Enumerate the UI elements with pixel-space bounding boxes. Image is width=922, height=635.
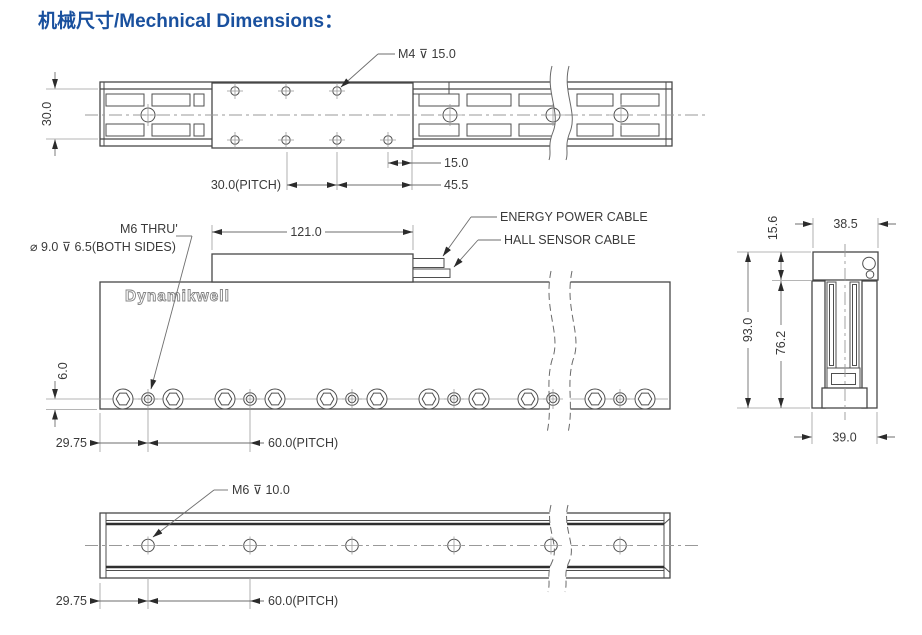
cable-hole-large (862, 256, 876, 271)
dim-inner-height: 76.2 (774, 331, 788, 355)
side-view: 38.5 15.6 93.0 76.2 (737, 216, 896, 445)
power-cable (412, 258, 445, 268)
brand-logo: Dynamikwell (125, 288, 230, 305)
dim-edge-distance: 29.75 (56, 436, 87, 450)
hall-cable (412, 268, 451, 278)
break-line-bottom (539, 504, 572, 593)
forcer-plate-top-view (211, 82, 414, 149)
break-line-top (85, 65, 706, 161)
dim-edge-distance: 29.75 (56, 594, 87, 608)
side-view-dimensions: 38.5 15.6 93.0 76.2 (737, 216, 896, 445)
callout-m4-thread: M4 ⊽ 15.0 (398, 47, 456, 61)
dim-hole-offset: 6.0 (56, 362, 70, 379)
slider-block (211, 253, 414, 283)
front-view: Dynamikwell (30, 210, 671, 452)
dim-hole-pitch: 60.0(PITCH) (268, 436, 338, 450)
top-view: 30.0 M4 ⊽ 15.0 15.0 30.0(PIT (40, 47, 706, 192)
right-wall-section (861, 280, 878, 409)
left-wall-section (811, 280, 826, 409)
dim-base-width: 39.0 (832, 431, 856, 445)
dim-cap-height: 15.6 (766, 216, 780, 240)
callout-m6-thru-line1: M6 THRU' (120, 222, 178, 236)
callout-m6-thread: M6 ⊽ 10.0 (232, 483, 290, 497)
dim-track-width: 30.0 (40, 102, 54, 126)
dim-hole-pitch: 60.0(PITCH) (268, 594, 338, 608)
bottom-view-dimensions: M6 ⊽ 10.0 29.75 60.0(PITCH) (56, 483, 338, 609)
dim-total-height: 93.0 (741, 318, 755, 342)
stator-body (99, 281, 671, 410)
page-title: 机械尺寸/Mechnical Dimensions： (38, 11, 344, 32)
dim-slider-length: 121.0 (290, 225, 321, 239)
callout-m6-thru-line2: ⌀ 9.0 ⊽ 6.5(BOTH SIDES) (30, 240, 176, 254)
break-line-front (542, 270, 577, 434)
bottom-view: M6 ⊽ 10.0 29.75 60.0(PITCH) (56, 483, 700, 609)
base-section (821, 387, 868, 409)
top-view-dimensions: 30.0 M4 ⊽ 15.0 15.0 30.0(PIT (40, 47, 468, 192)
dim-hole-pitch: 30.0(PITCH) (211, 178, 281, 192)
cable-hole-small (865, 270, 875, 279)
dim-end-distance: 45.5 (444, 178, 468, 192)
callout-power-cable: ENERGY POWER CABLE (500, 210, 648, 224)
dim-edge-distance: 15.0 (444, 156, 468, 170)
dim-cap-width: 38.5 (833, 217, 857, 231)
callout-hall-cable: HALL SENSOR CABLE (504, 233, 636, 247)
front-view-dimensions: 121.0 ENERGY POWER CABLE HALL SENSOR CAB… (30, 210, 648, 452)
